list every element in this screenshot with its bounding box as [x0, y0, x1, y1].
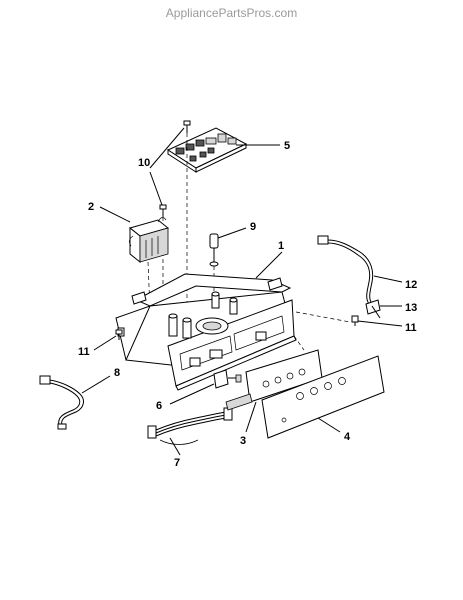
- callout-1: 1: [278, 240, 284, 252]
- callout-4: 4: [344, 431, 351, 443]
- callout-6: 6: [156, 400, 162, 412]
- switch-membrane-3-part[interactable]: [225, 349, 323, 411]
- housing-part[interactable]: [115, 273, 297, 391]
- control-board-part[interactable]: [166, 127, 248, 173]
- callout-13: 13: [405, 302, 417, 314]
- clip-13-part[interactable]: [365, 299, 381, 319]
- callout-3: 3: [240, 435, 246, 447]
- callout-2: 2: [88, 201, 94, 213]
- control-panel-overlay-4-part[interactable]: [261, 355, 385, 439]
- screw-11-left-part[interactable]: [115, 329, 123, 340]
- ribbon-cable-7-part[interactable]: [147, 407, 233, 445]
- callout-7: 7: [174, 457, 180, 469]
- screw-top-part[interactable]: [183, 120, 191, 133]
- screw-11-right-part[interactable]: [351, 315, 359, 326]
- callout-12: 12: [405, 279, 417, 291]
- wire-harness-12-part[interactable]: [317, 235, 374, 305]
- callout-5: 5: [284, 140, 290, 152]
- callout-9: 9: [250, 221, 256, 233]
- callout-10: 10: [138, 157, 150, 169]
- callout-8: 8: [114, 367, 120, 379]
- callout-11-right: 11: [405, 322, 417, 334]
- transformer-part[interactable]: [128, 217, 170, 264]
- watermark: AppliancePartsPros.com: [165, 6, 298, 20]
- screw-left-part[interactable]: [159, 204, 167, 217]
- sensor-harness-8-part[interactable]: [39, 375, 84, 430]
- sensor-part[interactable]: [209, 233, 219, 267]
- callout-11-left: 11: [78, 346, 90, 358]
- switch-6-part[interactable]: [213, 369, 242, 389]
